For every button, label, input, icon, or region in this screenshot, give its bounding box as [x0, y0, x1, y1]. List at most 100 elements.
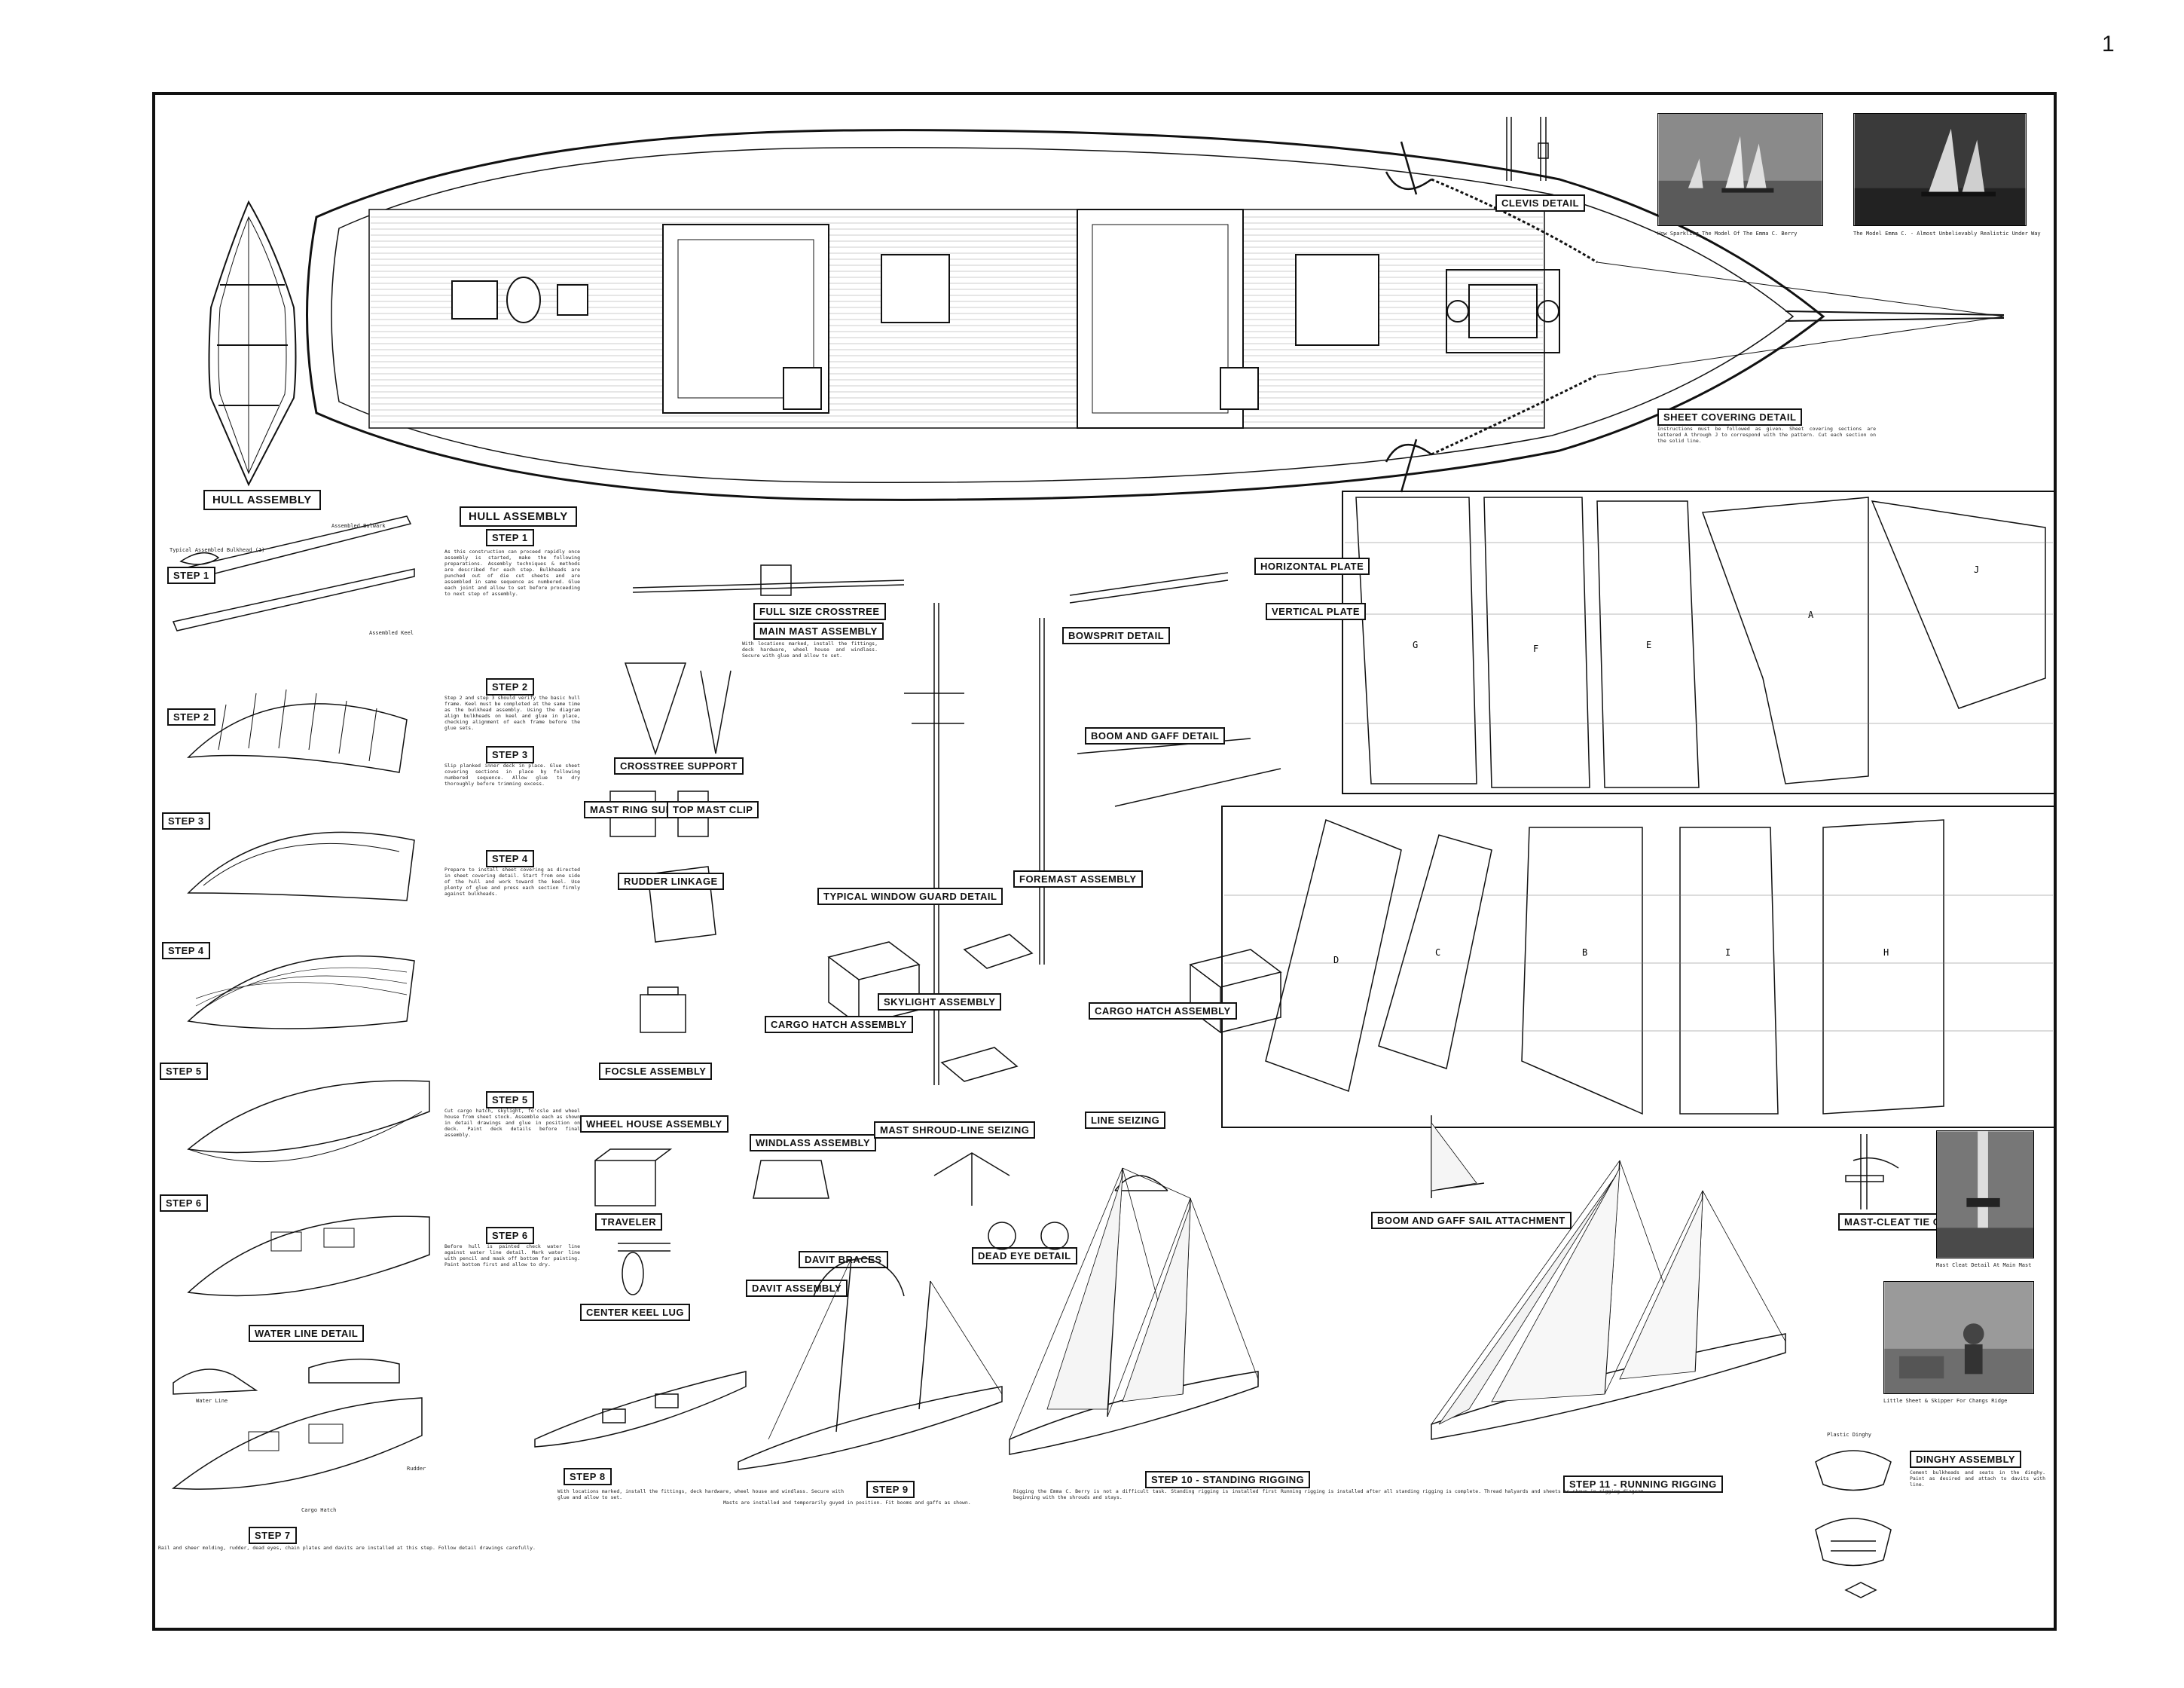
crosstree-support-heading: CROSSTREE SUPPORT: [614, 757, 744, 775]
cargo-hatch-assembly-1-heading: CARGO HATCH ASSEMBLY: [765, 1016, 913, 1033]
text-step-4: STEP 4: [486, 850, 534, 867]
anchor-icon: [1385, 141, 1432, 493]
windlass-assembly-heading: WINDLASS ASSEMBLY: [750, 1134, 876, 1151]
callout-water-line: Water Line: [196, 1398, 228, 1404]
text-step-3: STEP 3: [486, 746, 534, 763]
left-step-1: STEP 1: [167, 567, 215, 584]
hull-assembly-main-heading: HULL ASSEMBLY: [460, 506, 577, 527]
step4-text: Prepare to install sheet covering as dir…: [444, 867, 580, 897]
left-step-4: STEP 4: [162, 942, 210, 959]
sail-panel-F: F: [1533, 644, 1538, 654]
sheet-covering-detail-heading: SHEET COVERING DETAIL: [1657, 408, 1803, 426]
deck-hatches: [451, 209, 1379, 429]
hull-assembly-left-heading: HULL ASSEMBLY: [203, 490, 321, 510]
sail-patterns-upper: G F E A J: [1342, 491, 2056, 794]
left-step-2: STEP 2: [167, 708, 215, 726]
step10-text: Rigging the Emma C. Berry is not a diffi…: [1013, 1488, 1277, 1500]
sail-patterns-lower: D C B I H: [1221, 806, 2056, 1128]
wheel-house-assembly-heading: WHEEL HOUSE ASSEMBLY: [580, 1115, 729, 1133]
mast-shroud-line-seizing-heading: MAST SHROUD-LINE SEIZING: [874, 1121, 1036, 1139]
lower-step-8: STEP 8: [564, 1468, 612, 1485]
skylight-assembly-heading: SKYLIGHT ASSEMBLY: [878, 993, 1002, 1011]
photo-caption-1: How Sparkling The Model Of The Emma C. B…: [1657, 231, 1798, 237]
step1-text: As this construction can proceed rapidly…: [444, 549, 580, 597]
cargo-hatch-assembly-2-heading: CARGO HATCH ASSEMBLY: [1089, 1002, 1237, 1020]
lower-step-9: STEP 9: [866, 1481, 915, 1498]
sail-panel-I: I: [1725, 947, 1730, 958]
dead-eye-detail-heading: DEAD EYE DETAIL: [972, 1247, 1077, 1264]
step10-rigging-drawing: [1009, 1167, 1259, 1455]
bowsprit-plan: [1596, 261, 2004, 376]
text-step-1: STEP 1: [486, 529, 534, 546]
boom-and-gaff-detail-heading: BOOM AND GAFF DETAIL: [1085, 727, 1226, 745]
callout-assembled-keel: Assembled Keel: [369, 630, 414, 636]
sail-panel-A: A: [1808, 610, 1814, 620]
horizontal-plate-heading: HORIZONTAL PLATE: [1254, 558, 1370, 575]
full-size-crosstree-heading: FULL SIZE CROSSTREE: [753, 603, 886, 620]
step2-text: Step 2 and step 3 should verify the basi…: [444, 695, 580, 731]
photo-skipper: [1883, 1281, 2034, 1394]
water-line-detail-heading: WATER LINE DETAIL: [249, 1325, 365, 1342]
photo-caption-2: The Model Emma C. - Almost Unbelievably …: [1853, 231, 2041, 237]
hull-outline: [306, 129, 1825, 501]
text-step-5: STEP 5: [486, 1091, 534, 1109]
left-step-7: STEP 7: [249, 1527, 297, 1544]
page-number: 1: [2102, 32, 2115, 57]
photo-mast-cleat: [1936, 1130, 2034, 1258]
step6-text: Before hull is painted check water line …: [444, 1243, 580, 1268]
top-mast-clip-heading: TOP MAST CLIP: [667, 801, 759, 818]
main-mast-text: With locations marked, install the fitti…: [742, 641, 878, 659]
rudder-linkage-heading: RUDDER LINKAGE: [618, 873, 724, 890]
step11-text: Running rigging is installed after all s…: [1281, 1488, 1647, 1494]
text-step-2: STEP 2: [486, 678, 534, 696]
photo-caption-3: Mast Cleat Detail At Main Mast: [1936, 1262, 2032, 1268]
step8-text: With locations marked, install the fitti…: [557, 1488, 844, 1500]
bowsprit-detail-heading: BOWSPRIT DETAIL: [1062, 627, 1171, 644]
sail-panel-C: C: [1435, 947, 1440, 958]
callout-rudder: Rudder: [407, 1466, 426, 1472]
boom-gaff-attachment-drawing: [1431, 1115, 1485, 1198]
step7-text: Rail and sheer molding, rudder, dead eye…: [158, 1545, 536, 1551]
sheet-covering-text: Instructions must be followed as given. …: [1657, 426, 1876, 444]
step5-text: Cut cargo hatch, skylight, fo'csle and w…: [444, 1108, 580, 1138]
step8-hull-drawing: [534, 1371, 747, 1448]
sail-panel-D: D: [1333, 955, 1339, 965]
sail-panel-H: H: [1883, 947, 1889, 958]
sail-panel-J: J: [1974, 564, 1979, 575]
windlass-top-view: [1446, 269, 1560, 353]
traveler-heading: TRAVELER: [595, 1213, 663, 1231]
left-step-3: STEP 3: [162, 812, 210, 830]
callout-typical-bulkhead: Typical Assembled Bulkhead (1): [170, 547, 265, 553]
photo-model-under-way: [1853, 113, 2027, 226]
left-step-6: STEP 6: [160, 1194, 208, 1212]
step11-heading: STEP 11 - RUNNING RIGGING: [1563, 1475, 1723, 1493]
callout-assembled-bulwark: Assembled Bulwark: [331, 523, 386, 529]
typical-window-guard-heading: TYPICAL WINDOW GUARD DETAIL: [817, 888, 1003, 905]
step11-rigging-drawing: [1431, 1160, 1786, 1440]
step9-hull-drawing: [738, 1258, 1003, 1470]
text-step-6: STEP 6: [486, 1227, 534, 1244]
dinghy-assembly-heading: DINGHY ASSEMBLY: [1910, 1451, 2021, 1468]
sail-panel-G: G: [1413, 640, 1418, 650]
main-mast-assembly-heading: MAIN MAST ASSEMBLY: [753, 622, 884, 640]
vertical-plate-heading: VERTICAL PLATE: [1266, 603, 1367, 620]
photo-caption-4: Little Sheet & Skipper For Changs Ridge: [1883, 1398, 2008, 1404]
center-keel-lug-heading: CENTER KEEL LUG: [580, 1304, 691, 1321]
left-step-5: STEP 5: [160, 1063, 208, 1080]
hull-assembly-steps-drawing: [171, 515, 430, 1490]
clevis-detail-heading: CLEVIS DETAIL: [1495, 194, 1586, 212]
line-seizing-heading: LINE SEIZING: [1085, 1112, 1166, 1129]
sail-panel-E: E: [1646, 640, 1651, 650]
boom-and-gaff-sail-attachment-heading: BOOM AND GAFF SAIL ATTACHMENT: [1371, 1212, 1572, 1229]
callout-cargo-hatch: Cargo Hatch: [301, 1507, 337, 1513]
deck-plan-drawing: [208, 129, 2004, 501]
step9-text: Masts are installed and temporarily guye…: [723, 1500, 971, 1506]
clevis-detail-drawing: [1506, 117, 1549, 181]
foremast-assembly-heading: FOREMAST ASSEMBLY: [1013, 870, 1143, 888]
sail-panel-B: B: [1582, 947, 1587, 958]
callout-dinghy: Plastic Dinghy: [1827, 1432, 1872, 1438]
dinghy-top-view: [208, 200, 297, 487]
mast-cleat-drawing: [1845, 1134, 1899, 1209]
step10-heading: STEP 10 - STANDING RIGGING: [1145, 1471, 1311, 1488]
davit-braces-heading: DAVIT BRACES: [799, 1251, 888, 1268]
